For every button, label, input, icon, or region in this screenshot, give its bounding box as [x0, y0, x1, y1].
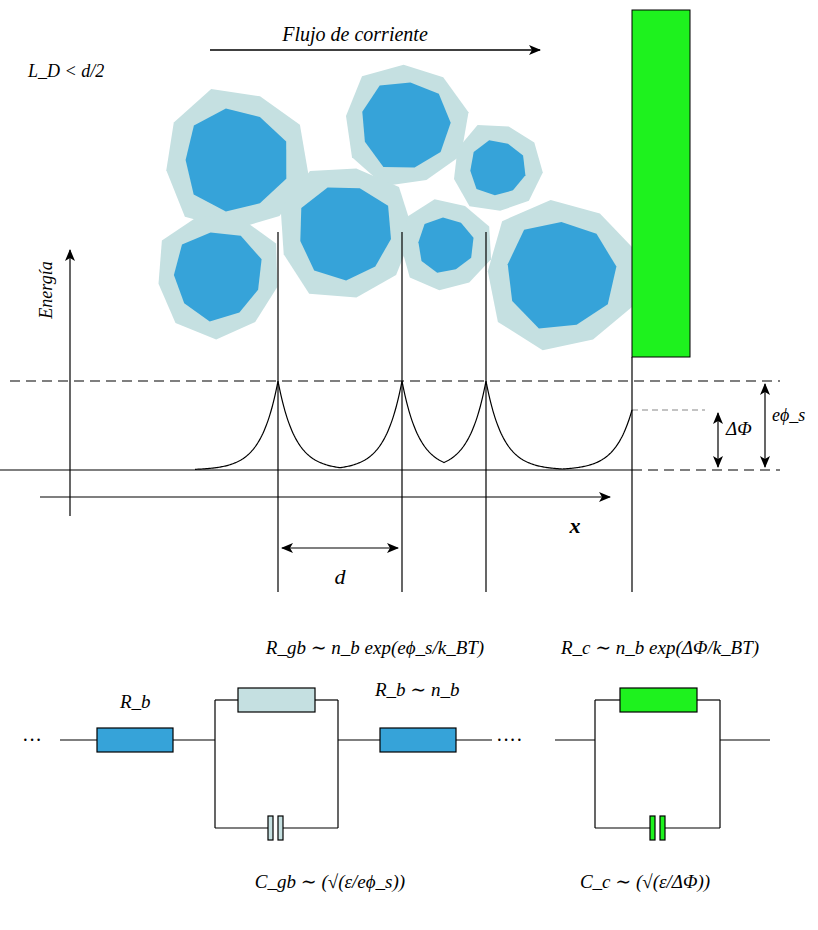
energy-diagram	[0, 50, 780, 592]
label: R_c ∼ n_b exp(ΔΦ/k_BT)	[561, 638, 759, 657]
label: ···	[22, 730, 42, 750]
grain-shell	[454, 125, 543, 211]
label: C_c ∼ (√(ε/ΔΦ))	[580, 872, 710, 891]
grain-shell	[159, 216, 278, 339]
energy-barrier	[195, 381, 632, 469]
label: L_D < d/2	[28, 62, 104, 80]
grain-core	[508, 222, 617, 328]
grain-core	[186, 108, 287, 211]
grain-core	[174, 233, 262, 322]
label: Energía	[37, 261, 55, 318]
label: R_b ∼ n_b	[375, 680, 460, 699]
label: C_gb ∼ (√(ε/eϕ_s))	[255, 872, 405, 891]
label: ΔΦ	[726, 419, 752, 438]
grain-core	[300, 187, 391, 280]
equivalent-circuit	[60, 688, 770, 840]
grain-shell	[488, 200, 637, 350]
label: x	[570, 515, 581, 537]
label: d	[335, 566, 346, 588]
label: Flujo de corriente	[282, 24, 428, 44]
grain-shell	[401, 199, 491, 290]
label: ····	[496, 730, 523, 750]
label: R_gb ∼ n_b exp(eϕ_s/k_BT)	[266, 638, 484, 657]
grains	[159, 65, 637, 351]
grain-core	[418, 218, 473, 273]
label: eϕ_s	[772, 406, 805, 424]
grain-core	[470, 140, 525, 195]
grain-shell	[346, 65, 469, 186]
grain-shell	[281, 168, 414, 297]
grain-core	[362, 83, 450, 168]
electrode	[632, 10, 690, 357]
label: R_b	[120, 692, 151, 711]
